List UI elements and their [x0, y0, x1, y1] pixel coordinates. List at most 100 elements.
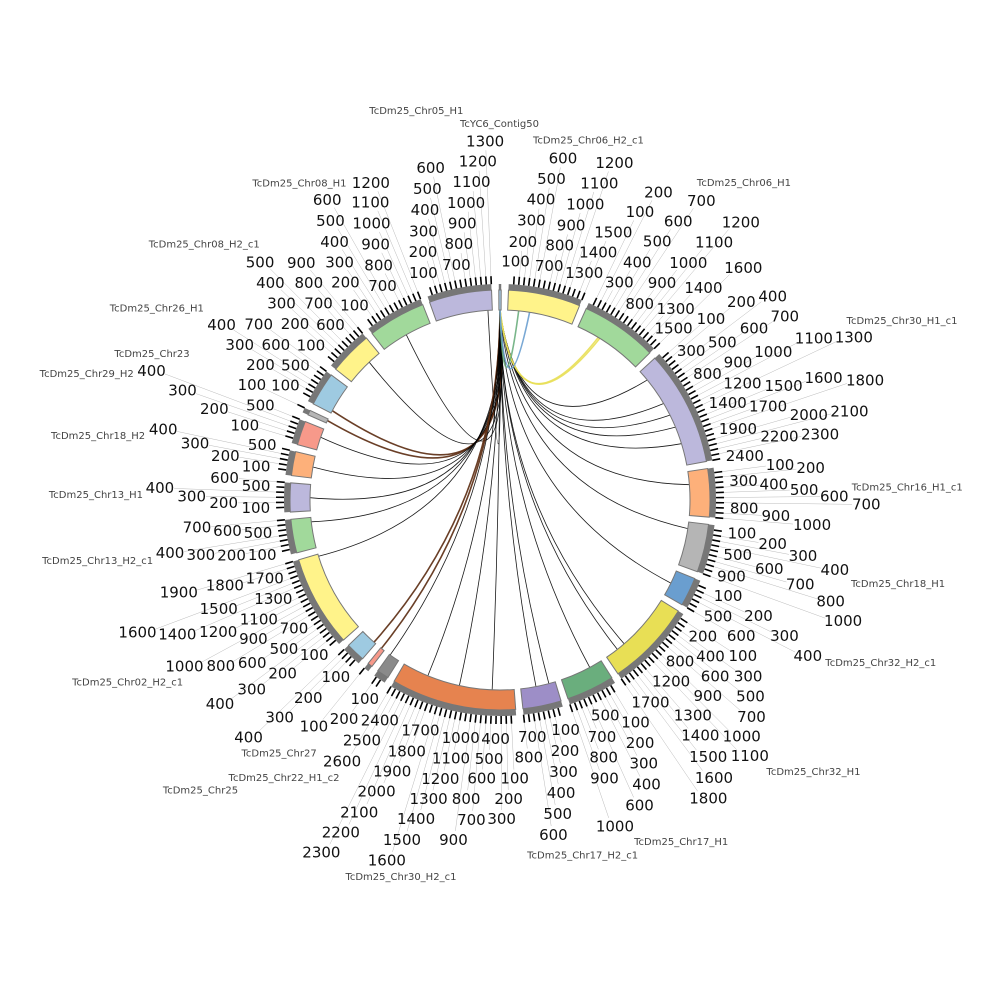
tick-mark [386, 686, 392, 694]
tick-mark [297, 403, 305, 409]
tick-label: 200 [758, 535, 787, 553]
tick-label: 900 [361, 236, 390, 254]
tick-mark [443, 709, 448, 718]
tick-mark [665, 355, 673, 363]
segment-axis [330, 333, 367, 370]
tick-mark [310, 378, 319, 385]
tick-leader-line [227, 411, 287, 432]
segment-TcDm25_Chr08_H2_c1: 100200300400500600700800900TcDm25_Chr08_… [148, 240, 380, 383]
segment-axis [391, 681, 517, 716]
segment-axis [498, 284, 502, 291]
tick-mark [642, 331, 650, 339]
tick-mark [438, 707, 443, 716]
tick-mark [578, 700, 583, 709]
segment-band [334, 337, 380, 383]
tick-leader-line [384, 273, 399, 301]
tick-label: 100 [242, 457, 271, 475]
tick-label: 300 [237, 681, 266, 699]
tick-label: 400 [206, 695, 235, 713]
tick-label: 600 [416, 159, 445, 177]
tick-leader-line [381, 252, 404, 299]
tick-mark [677, 372, 685, 379]
tick-label: 300 [729, 472, 758, 490]
tick-mark [671, 363, 679, 371]
tick-mark [329, 639, 337, 647]
tick-leader-line [681, 631, 737, 672]
tick-leader-line [420, 716, 445, 811]
tick-label: 100 [300, 717, 329, 735]
segment-TcDm25_Chr32_H1: 1002003004005006007008009001000110012001… [605, 599, 861, 808]
tick-mark [416, 291, 422, 300]
tick-leader-line [524, 722, 528, 749]
tick-leader-line [334, 207, 390, 306]
tick-mark [379, 310, 386, 318]
tick-leader-line [197, 563, 286, 591]
segment-label: TcDm25_Chr16_H1_c1 [851, 482, 963, 493]
tick-label: 100 [242, 499, 271, 517]
tick-mark [715, 481, 724, 484]
tick-mark [680, 376, 688, 383]
tick-leader-line [273, 408, 293, 417]
tick-mark [648, 656, 655, 664]
tick-mark [279, 457, 288, 461]
tick-mark [388, 304, 395, 313]
tick-leader-line [280, 289, 339, 346]
segment-label: TcDm25_Chr26_H1 [109, 304, 204, 315]
tick-leader-line [555, 234, 568, 283]
tick-mark [419, 701, 424, 710]
segment-label: TcDm25_Chr25 [162, 786, 238, 797]
tick-mark [281, 548, 290, 553]
tick-leader-line [723, 496, 820, 498]
tick-mark [714, 475, 723, 479]
tick-mark [433, 706, 438, 715]
tick-leader-line [614, 249, 651, 308]
tick-mark [601, 689, 607, 698]
link-17 [499, 309, 537, 687]
segment-axis [707, 467, 717, 518]
tick-label: 100 [766, 456, 795, 474]
tick-leader-line [289, 658, 343, 712]
tick-leader-line [659, 274, 730, 344]
tick-label: 200 [211, 447, 240, 465]
tick-leader-line [549, 254, 557, 282]
tick-mark [638, 328, 646, 336]
tick-leader-line [293, 641, 327, 669]
tick-leader-line [258, 654, 339, 732]
tick-mark [628, 672, 635, 680]
segment-TcDm25_Chr06_H1: 1002003004005006007008009001000110012001… [577, 178, 791, 368]
tick-mark [280, 452, 289, 456]
tick-label: 1100 [240, 610, 278, 628]
tick-leader-line [529, 208, 540, 279]
tick-label: 200 [330, 710, 359, 728]
tick-mark [393, 302, 399, 311]
tick-mark [307, 611, 316, 617]
tick-leader-line [668, 324, 701, 353]
tick-label: 1800 [689, 790, 727, 808]
tick-label: 1400 [681, 726, 719, 744]
tick-label: 1300 [565, 264, 603, 282]
tick-label: 100 [300, 646, 329, 664]
tick-mark [651, 652, 659, 660]
tick-leader-line [569, 171, 609, 288]
tick-mark [706, 432, 715, 437]
segment-axis [291, 419, 306, 445]
tick-label: 1400 [158, 625, 196, 643]
segment-label: TcDm25_Chr02_H2_c1 [71, 678, 183, 689]
tick-mark [630, 321, 638, 330]
tick-label: 600 [213, 522, 242, 540]
tick-mark [484, 715, 487, 724]
tick-leader-line [694, 611, 729, 632]
tick-label: 600 [313, 191, 342, 209]
tick-label: 800 [693, 365, 722, 383]
tick-mark [300, 597, 309, 604]
tick-label: 400 [547, 784, 576, 802]
tick-leader-line [406, 715, 440, 832]
tick-leader-line [579, 260, 592, 291]
tick-leader-line [678, 301, 762, 365]
tick-mark [428, 704, 433, 713]
tick-leader-line [687, 321, 773, 378]
tick-label: 800 [816, 592, 845, 610]
tick-leader-line [392, 714, 435, 853]
link-13 [427, 309, 501, 676]
tick-mark [522, 714, 526, 723]
